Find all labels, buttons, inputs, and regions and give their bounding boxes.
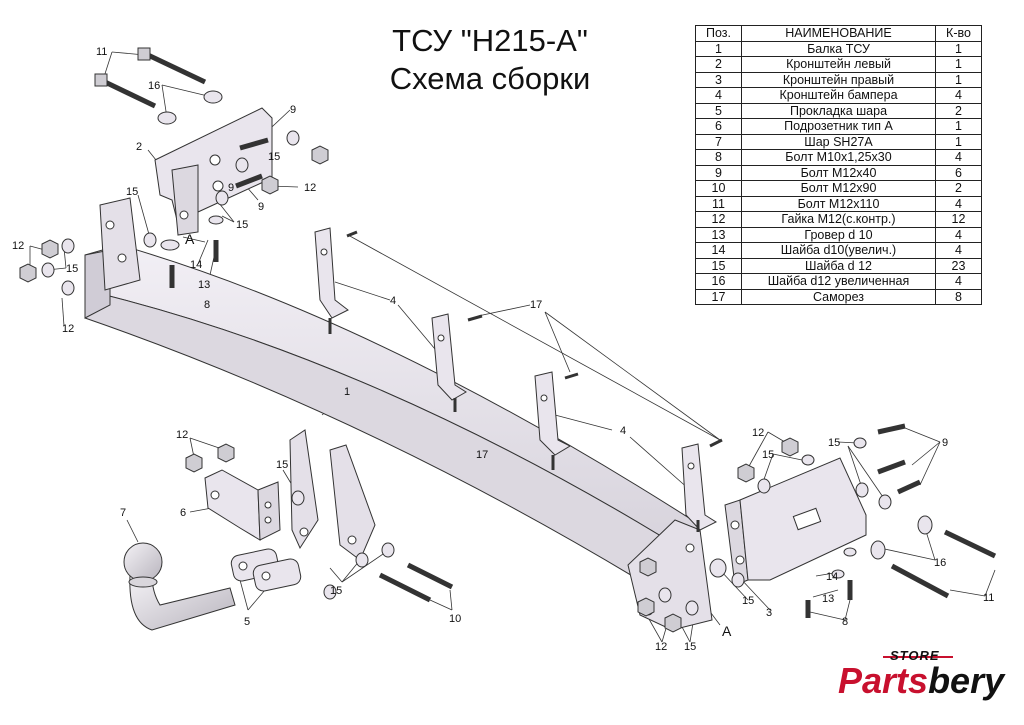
bracket-right-part-3 bbox=[724, 457, 867, 586]
callout-4b: 4 bbox=[620, 425, 626, 437]
callout-6: 6 bbox=[180, 507, 186, 519]
callout-labels: 11 16 9 2 15 12 9 9 15 15 A 12 15 12 14 … bbox=[12, 46, 994, 653]
cell-name: Саморез bbox=[741, 288, 936, 305]
bolts bbox=[94, 47, 997, 618]
callout-15b: 15 bbox=[236, 219, 248, 231]
callout-13b: 13 bbox=[822, 593, 834, 605]
callout-16b: 16 bbox=[934, 557, 946, 569]
cell-name: Болт М12х40 bbox=[741, 164, 936, 181]
callout-14b: 14 bbox=[826, 571, 838, 583]
cell-name: Кронштейн левый bbox=[741, 56, 936, 73]
logo-brand-part-2: bery bbox=[928, 660, 1005, 701]
callout-17b: 17 bbox=[476, 449, 488, 461]
callout-9a: 9 bbox=[290, 104, 296, 116]
callout-15e: 15 bbox=[276, 459, 288, 471]
cell-position: 17 bbox=[695, 288, 742, 305]
cell-name: Прокладка шара bbox=[741, 102, 936, 119]
callout-12a: 12 bbox=[304, 182, 316, 194]
callout-11a: 11 bbox=[96, 46, 107, 58]
callout-12f: 12 bbox=[655, 641, 667, 653]
callout-13a: 13 bbox=[198, 279, 210, 291]
callout-7: 7 bbox=[120, 507, 126, 519]
ball-spacers-part-5 bbox=[230, 548, 302, 592]
callout-14a: 14 bbox=[190, 259, 202, 271]
callout-15f: 15 bbox=[330, 585, 342, 597]
page-title: ТСУ "H215-A" Схема сборки bbox=[360, 22, 620, 98]
nuts bbox=[19, 145, 799, 633]
callout-10: 10 bbox=[449, 613, 461, 625]
title-line-2: Схема сборки bbox=[389, 61, 591, 96]
cell-position: 11 bbox=[695, 195, 742, 212]
bumper-brackets-part-4 bbox=[314, 227, 718, 531]
callout-11b: 11 bbox=[983, 592, 994, 604]
callout-15h: 15 bbox=[762, 449, 774, 461]
parts-table-header: Поз. НАИМЕНОВАНИЕ К-во bbox=[695, 25, 982, 42]
callout-15c: 15 bbox=[126, 186, 138, 198]
cell-quantity: 8 bbox=[935, 288, 982, 305]
callout-9c: 9 bbox=[258, 201, 264, 213]
callout-4a: 4 bbox=[390, 295, 396, 307]
callout-A1: A bbox=[185, 231, 195, 247]
callout-16a: 16 bbox=[148, 80, 160, 92]
beam-part-1 bbox=[84, 197, 713, 631]
callout-8b: 8 bbox=[842, 616, 848, 628]
callout-12d: 12 bbox=[176, 429, 188, 441]
callout-A2: A bbox=[722, 623, 732, 639]
logo-accent-bar bbox=[883, 656, 953, 658]
callout-9b: 9 bbox=[228, 182, 234, 194]
callout-15a: 15 bbox=[268, 151, 280, 163]
callout-15i: 15 bbox=[742, 595, 754, 607]
callout-15j: 15 bbox=[684, 641, 696, 653]
bracket-left-part-2 bbox=[154, 107, 273, 236]
callout-12e: 12 bbox=[752, 427, 764, 439]
tow-ball-part-7 bbox=[123, 542, 236, 631]
callout-12c: 12 bbox=[62, 323, 74, 335]
callout-17a: 17 bbox=[530, 299, 542, 311]
callout-2: 2 bbox=[136, 141, 142, 153]
callout-8a: 8 bbox=[204, 299, 210, 311]
callout-12b: 12 bbox=[12, 240, 24, 252]
cell-name: Кронштейн бампера bbox=[741, 87, 936, 104]
cell-quantity: 2 bbox=[935, 102, 982, 119]
callout-15d: 15 bbox=[66, 263, 78, 275]
partsbery-logo: STORE Partsbery bbox=[838, 648, 1008, 708]
cell-name: Шайба d10(увелич.) bbox=[741, 242, 936, 259]
callout-9d: 9 bbox=[942, 437, 948, 449]
callout-3: 3 bbox=[766, 607, 772, 619]
callout-15g: 15 bbox=[828, 437, 840, 449]
callout-5: 5 bbox=[244, 616, 250, 628]
socket-plate-part-6 bbox=[204, 469, 281, 541]
logo-store-text: STORE bbox=[890, 648, 940, 663]
title-line-1: ТСУ "H215-A" bbox=[392, 23, 588, 58]
cell-name: Болт М12х90 bbox=[741, 180, 936, 197]
cell-position: 14 bbox=[695, 242, 742, 259]
logo-brand-part-1: Parts bbox=[838, 660, 929, 701]
washers bbox=[41, 90, 933, 616]
cell-name: Подрозетник тип А bbox=[741, 118, 936, 135]
header-position: Поз. bbox=[695, 25, 742, 42]
callout-1: 1 bbox=[344, 386, 350, 398]
logo-brand-text: Partsbery bbox=[838, 660, 1004, 702]
